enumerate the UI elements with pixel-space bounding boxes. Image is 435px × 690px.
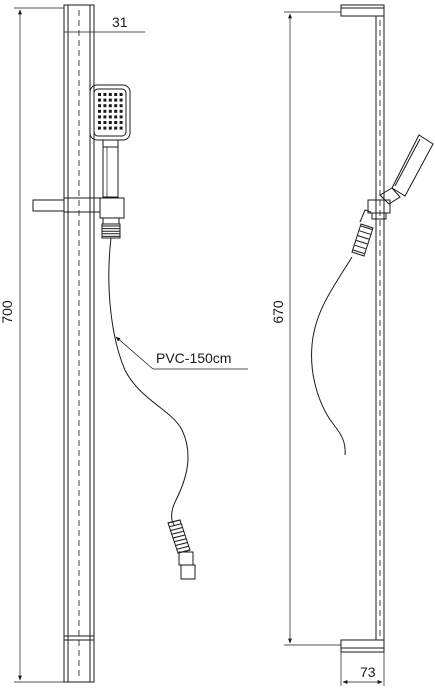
nozzle bbox=[119, 126, 123, 130]
nozzle bbox=[108, 115, 112, 119]
side-shower-head bbox=[379, 134, 434, 205]
nozzle bbox=[103, 98, 107, 102]
nozzle bbox=[108, 98, 112, 102]
dimension-670: 670 bbox=[270, 11, 341, 646]
nozzle bbox=[119, 104, 123, 108]
nozzle bbox=[119, 121, 123, 124]
nozzle bbox=[103, 104, 107, 108]
nozzle bbox=[114, 93, 118, 96]
nozzle bbox=[114, 115, 118, 119]
nozzle bbox=[98, 121, 101, 124]
dimension-73: 73 bbox=[340, 652, 385, 686]
side-handle bbox=[351, 209, 374, 257]
nozzle bbox=[98, 115, 101, 119]
side-hose bbox=[311, 256, 353, 456]
nozzle bbox=[119, 115, 123, 119]
side-top-cap bbox=[340, 4, 385, 17]
nozzle bbox=[103, 93, 107, 96]
dimension-73-label: 73 bbox=[360, 664, 376, 680]
dimension-31-label: 31 bbox=[112, 14, 128, 30]
dimension-31: 31 bbox=[63, 14, 145, 37]
nozzle bbox=[98, 126, 101, 130]
nozzle bbox=[98, 104, 101, 108]
nozzle bbox=[119, 98, 123, 102]
nozzle bbox=[114, 126, 118, 130]
side-bottom-cap bbox=[340, 639, 385, 653]
hand-shower-head bbox=[89, 84, 131, 148]
nozzle bbox=[108, 93, 112, 96]
nozzle bbox=[108, 104, 112, 108]
nozzle bbox=[119, 93, 123, 96]
nozzle bbox=[98, 98, 101, 102]
slider-holder bbox=[32, 197, 125, 239]
side-holder bbox=[367, 199, 391, 220]
nozzle bbox=[98, 109, 101, 113]
nozzle bbox=[98, 93, 101, 96]
hose-label-callout: PVC-150cm bbox=[115, 336, 248, 370]
nozzle bbox=[119, 109, 123, 113]
dimension-700-label: 700 bbox=[0, 300, 15, 324]
hose-label: PVC-150cm bbox=[156, 350, 231, 366]
nozzle bbox=[103, 115, 107, 119]
side-view: 670 73 bbox=[270, 4, 434, 686]
nozzle bbox=[103, 121, 107, 124]
nozzle bbox=[108, 121, 112, 124]
dimension-700: 700 bbox=[0, 7, 64, 683]
nozzle bbox=[108, 109, 112, 113]
hand-shower-handle bbox=[102, 146, 119, 198]
nozzle bbox=[114, 104, 118, 108]
nozzle bbox=[114, 109, 118, 113]
nozzle bbox=[114, 98, 118, 102]
side-rail bbox=[375, 16, 385, 640]
front-hose bbox=[108, 237, 189, 526]
nozzle bbox=[103, 109, 107, 113]
nozzle bbox=[103, 126, 107, 130]
hose-end-fitting bbox=[167, 519, 196, 580]
dimension-670-label: 670 bbox=[270, 300, 286, 324]
front-view: 700 31 bbox=[0, 4, 248, 683]
nozzle bbox=[108, 126, 112, 130]
nozzle bbox=[114, 121, 118, 124]
